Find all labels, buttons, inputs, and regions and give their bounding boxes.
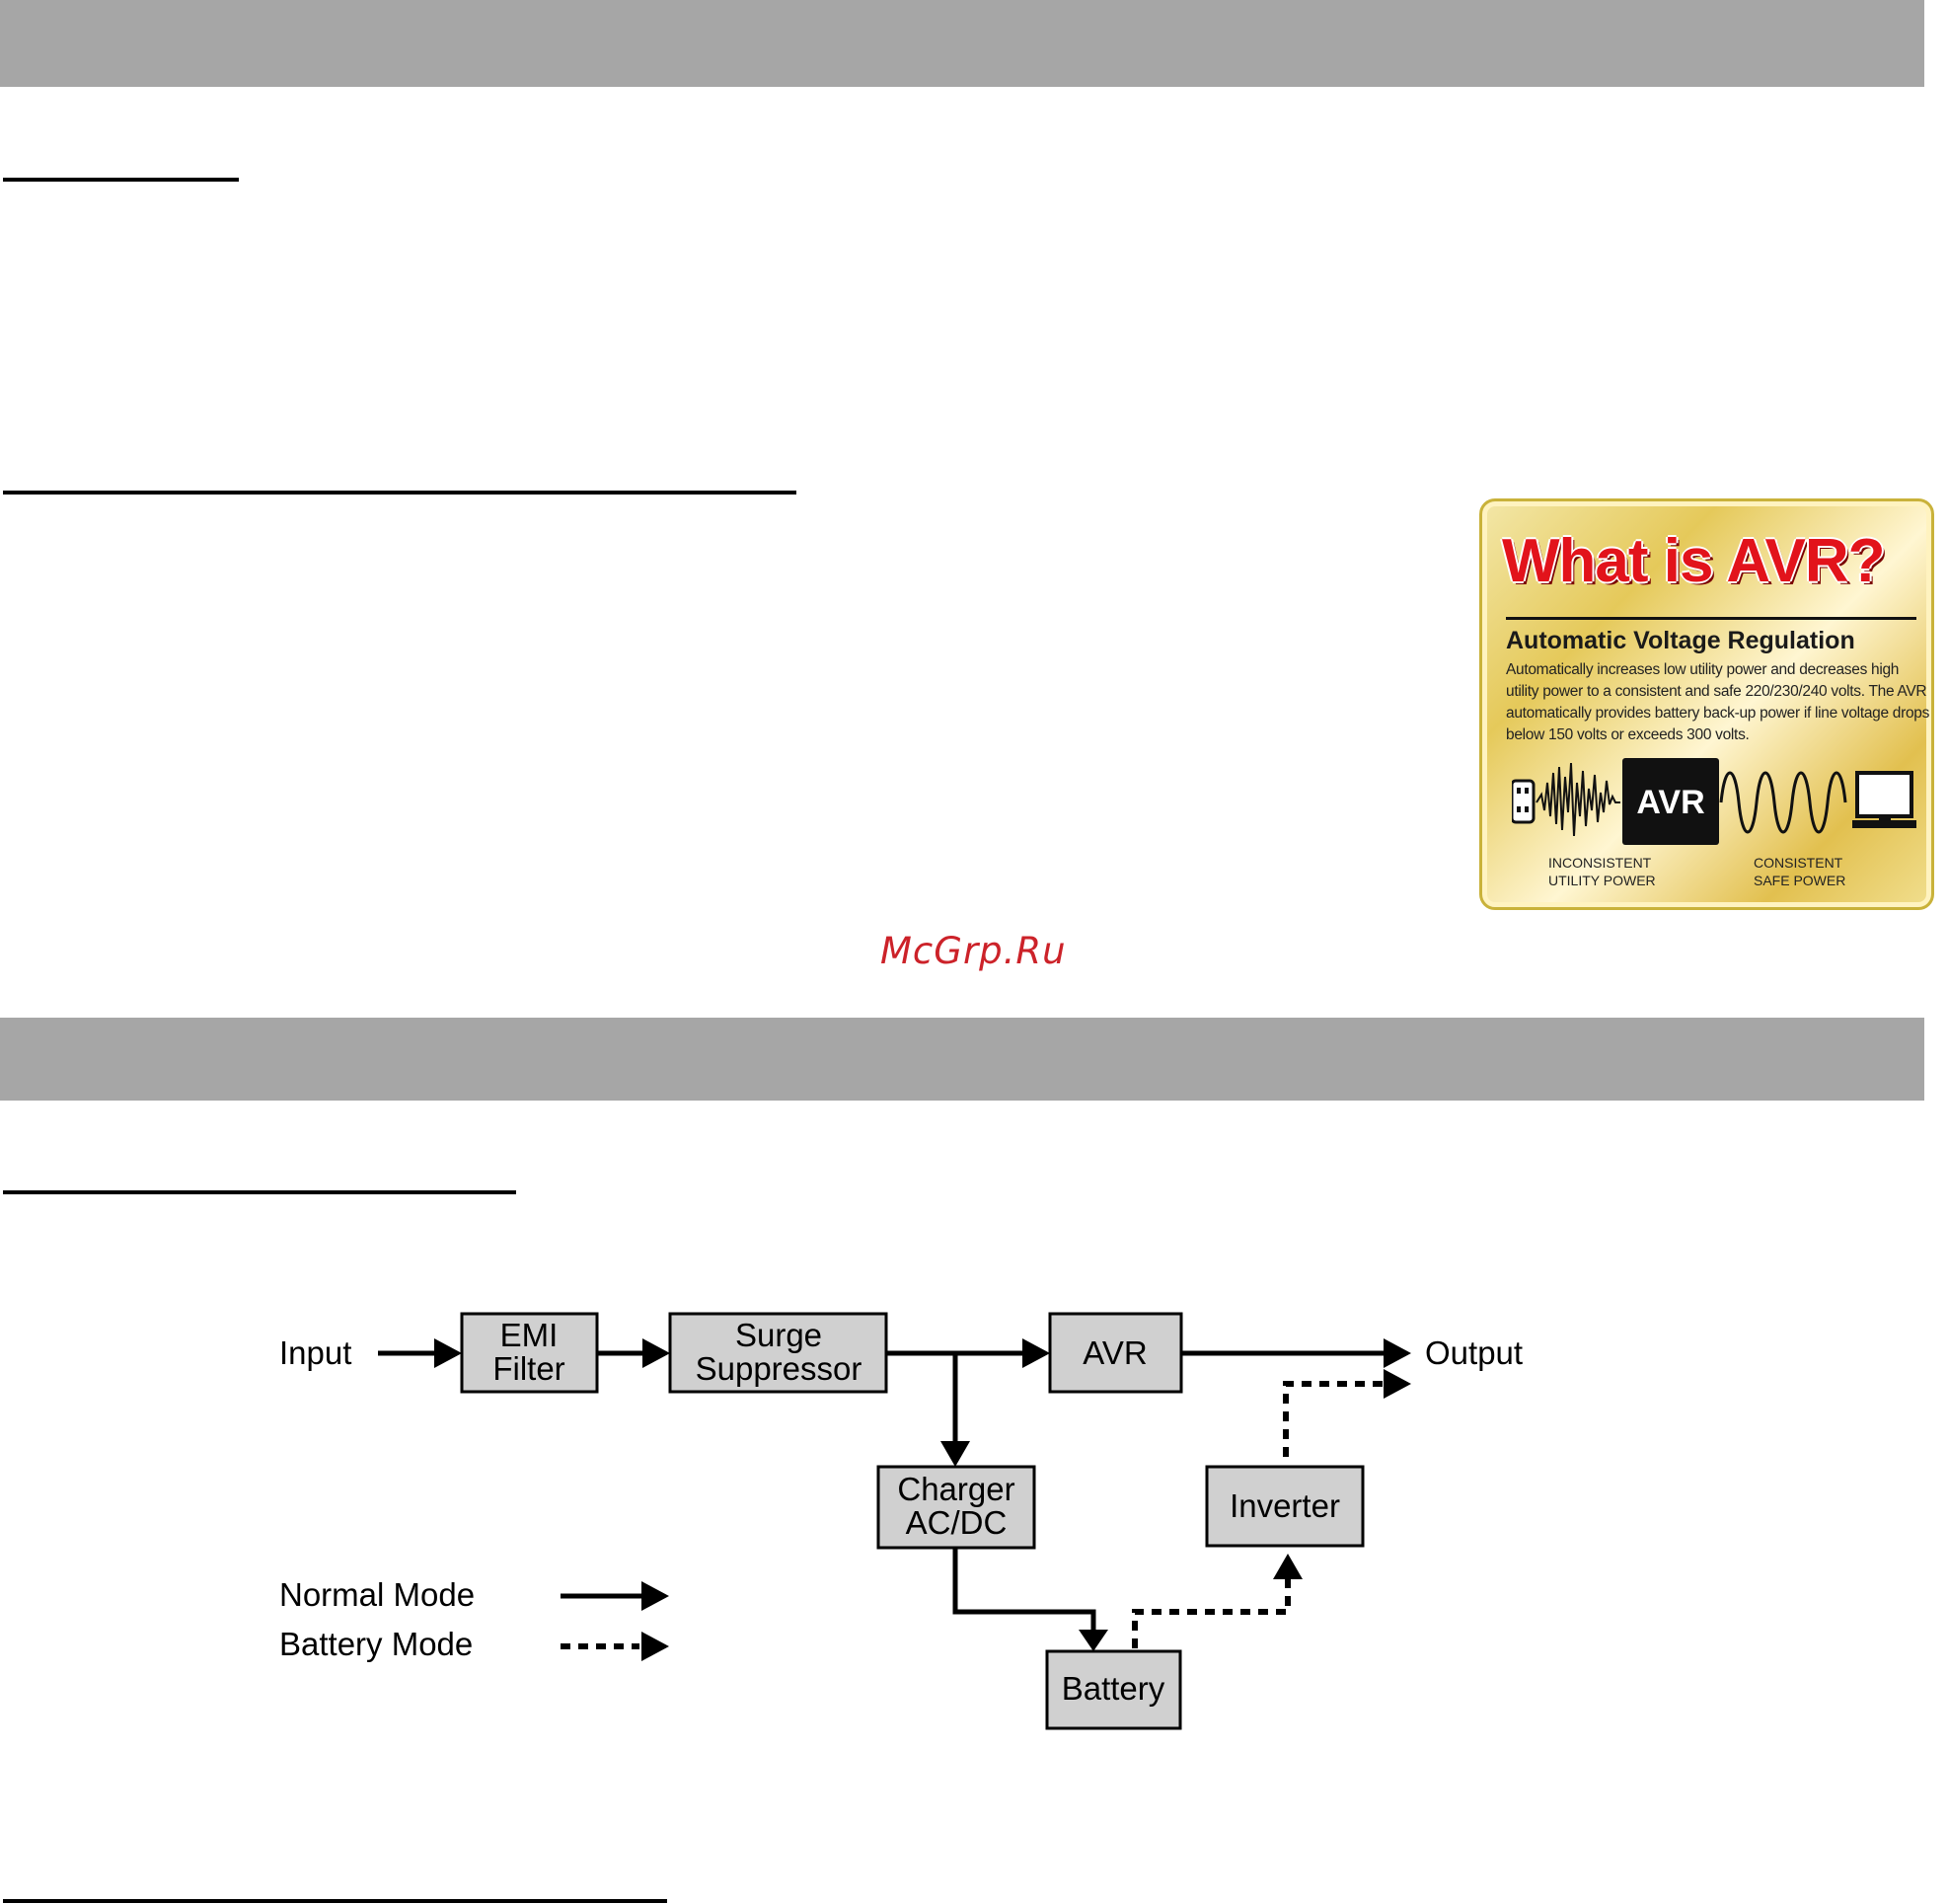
ups-block-diagram: Input EMI Filter Surge Suppressor [279, 1312, 1523, 1730]
normal-path-arrowheads [434, 1338, 1411, 1651]
badge-divider [1506, 617, 1916, 620]
heading-underline-2 [3, 491, 796, 495]
inverter-label: Inverter [1230, 1487, 1340, 1524]
line-battery-to-inverter [1132, 1579, 1291, 1648]
badge-subtitle: Automatic Voltage Regulation [1506, 627, 1855, 654]
heading-underline-3 [3, 1190, 516, 1194]
legend-normal-arrowhead [641, 1581, 669, 1611]
battery-label: Battery [1062, 1670, 1165, 1707]
power-outlet-icon [1512, 779, 1536, 824]
avr-illustration: AVR [1512, 758, 1916, 845]
arrowhead-to-avr [1022, 1338, 1050, 1368]
block-surge-suppressor: Surge Suppressor [668, 1312, 888, 1394]
heading-underline-4 [3, 1899, 667, 1903]
avr-label: AVR [1083, 1334, 1147, 1371]
emi-line-2: Filter [492, 1350, 564, 1387]
arrowhead-to-battery [1079, 1630, 1108, 1651]
input-label: Input [279, 1334, 351, 1371]
emi-line-1: EMI [500, 1317, 559, 1353]
avr-block-label: AVR [1636, 784, 1704, 821]
surge-line-1: Surge [735, 1317, 822, 1353]
block-avr: AVR [1048, 1312, 1183, 1394]
output-label: Output [1425, 1334, 1523, 1371]
inconsistent-power-label: INCONSISTENT UTILITY POWER [1548, 855, 1656, 888]
block-emi-filter: EMI Filter [460, 1312, 599, 1394]
battery-path-lines [1132, 1381, 1384, 1648]
surge-line-2: Suppressor [696, 1350, 862, 1387]
arrowhead-inverter-to-output [1384, 1369, 1411, 1399]
section-header-bar-top [0, 0, 1924, 87]
arrowhead-to-output [1384, 1338, 1411, 1368]
block-charger: Charger AC/DC [876, 1465, 1036, 1550]
avr-block: AVR [1622, 758, 1719, 845]
charger-line-1: Charger [897, 1471, 1014, 1507]
watermark-text: McGrp.Ru [880, 930, 1067, 972]
block-battery: Battery [1045, 1649, 1182, 1730]
legend-normal-mode: Normal Mode [279, 1576, 475, 1613]
consistent-wave [1719, 771, 1847, 834]
badge-title: What is AVR? [1502, 527, 1886, 595]
legend-battery-mode: Battery Mode [279, 1626, 473, 1662]
legend-battery-arrowhead [641, 1632, 669, 1661]
badge-description: Automatically increases low utility powe… [1506, 661, 1930, 743]
charger-line-2: AC/DC [906, 1504, 1008, 1541]
normal-path-lines [378, 1350, 1384, 1630]
inconsistent-wave [1536, 762, 1620, 837]
arrowhead-to-inverter [1273, 1554, 1303, 1579]
heading-underline-1 [3, 178, 239, 182]
arrowhead-to-charger [940, 1441, 970, 1467]
arrowhead-to-surge [642, 1338, 670, 1368]
consistent-power-label: CONSISTENT SAFE POWER [1754, 855, 1846, 888]
computer-monitor-icon [1852, 771, 1916, 828]
section-header-bar-middle [0, 1018, 1924, 1101]
line-inverter-to-output [1283, 1381, 1384, 1457]
block-inverter: Inverter [1205, 1465, 1365, 1548]
battery-path-arrowheads [1273, 1369, 1411, 1579]
avr-info-badge: What is AVR? Automatic Voltage Regulatio… [1479, 498, 1934, 910]
legend: Normal Mode Battery Mode [279, 1576, 669, 1662]
arrowhead-to-emi [434, 1338, 462, 1368]
line-charger-to-battery [952, 1548, 1096, 1630]
